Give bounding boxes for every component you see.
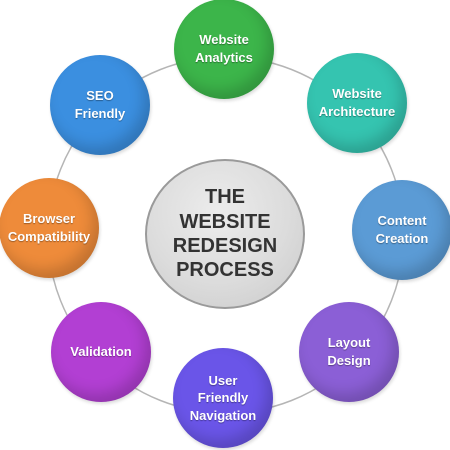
- step-label: Website Analytics: [195, 32, 253, 65]
- step-label: Validation: [70, 344, 132, 360]
- step-website-analytics: Website Analytics: [174, 0, 274, 99]
- step-browser-compatibility: Browser Compatibility: [0, 178, 99, 278]
- step-website-architecture: Website Architecture: [307, 53, 407, 153]
- step-label: Website Architecture: [318, 86, 396, 119]
- center-title-circle: THE WEBSITE REDESIGN PROCESS: [145, 159, 305, 309]
- step-validation: Validation: [51, 302, 151, 402]
- step-label: User Friendly Navigation: [189, 372, 257, 423]
- step-label: Layout Design: [327, 335, 371, 368]
- step-content-creation: Content Creation: [352, 180, 450, 280]
- step-label: SEO Friendly: [74, 88, 126, 121]
- center-title: THE WEBSITE REDESIGN PROCESS: [172, 186, 278, 282]
- step-user-friendly-navigation: User Friendly Navigation: [173, 348, 273, 448]
- step-label: Content Creation: [375, 213, 429, 246]
- step-layout-design: Layout Design: [299, 302, 399, 402]
- step-label: Browser Compatibility: [7, 211, 91, 244]
- step-seo-friendly: SEO Friendly: [50, 55, 150, 155]
